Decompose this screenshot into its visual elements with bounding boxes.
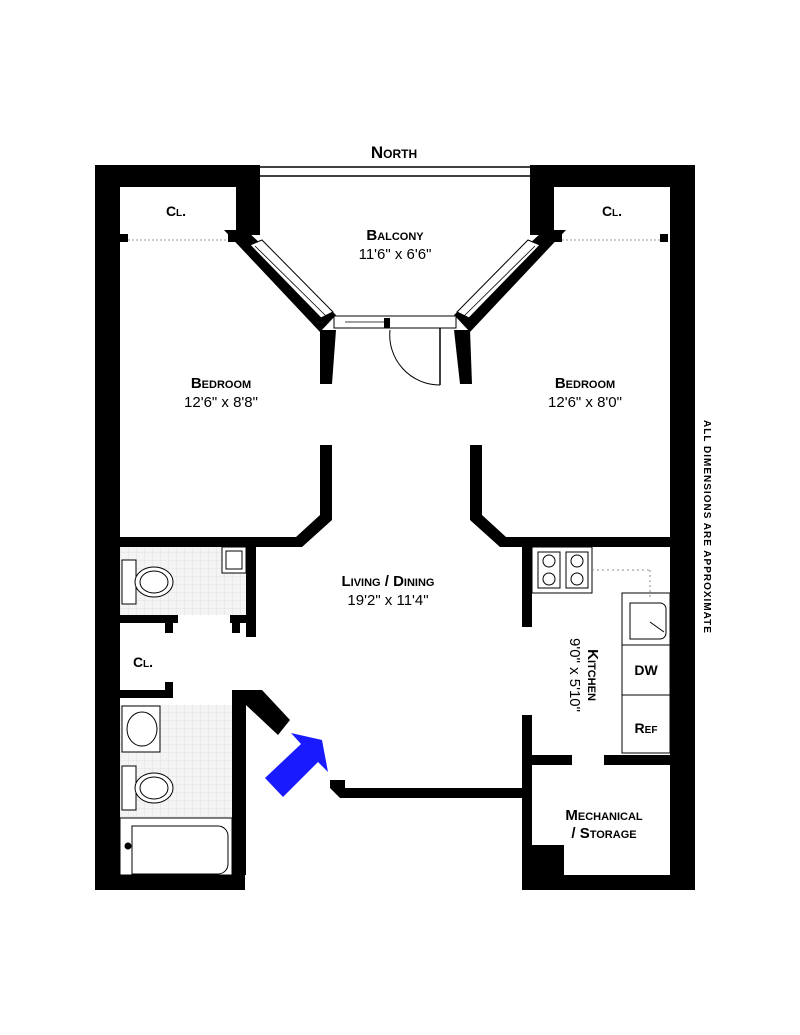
kitchen-fixtures [531, 546, 671, 754]
living-walls [120, 330, 670, 547]
entry-arrow-icon [265, 733, 328, 797]
bedroom-left-label: Bedroom 12'6" x 8'8" [184, 375, 258, 411]
svg-text:Ref: Ref [635, 720, 658, 736]
svg-text:9'0" x 5'10": 9'0" x 5'10" [566, 638, 583, 712]
closet-hall: Cl. [133, 654, 153, 670]
svg-text:Bedroom: Bedroom [555, 375, 615, 392]
dimensions-note: ALL DIMENSIONS ARE APPROXIMATE [701, 420, 712, 634]
svg-text:19'2" x 11'4": 19'2" x 11'4" [347, 592, 428, 609]
svg-text:Balcony: Balcony [366, 227, 424, 244]
svg-text:Bedroom: Bedroom [191, 375, 251, 392]
bedroom-right-label: Bedroom 12'6" x 8'0" [548, 375, 622, 411]
svg-text:Kitchen: Kitchen [584, 649, 601, 701]
svg-text:12'6" x 8'0": 12'6" x 8'0" [548, 394, 622, 411]
svg-text:DW: DW [634, 662, 658, 678]
bedroom-angled-walls [224, 230, 566, 332]
dishwasher-label: DW [634, 662, 658, 678]
balcony-railing [260, 166, 530, 177]
interior-walls [120, 547, 695, 890]
svg-text:ALL DIMENSIONS ARE APPROXIMATE: ALL DIMENSIONS ARE APPROXIMATE [701, 420, 712, 634]
svg-text:North: North [371, 143, 417, 162]
balcony-door [333, 315, 457, 386]
refrigerator [621, 694, 671, 754]
svg-text:/ Storage: / Storage [571, 825, 636, 842]
bath-fixtures [119, 546, 247, 876]
mechanical-storage-label: Mechanical / Storage [565, 807, 643, 842]
living-dining-label: Living / Dining 19'2" x 11'4" [341, 573, 434, 609]
orientation-label: North [371, 143, 417, 162]
svg-text:Cl.: Cl. [133, 654, 153, 670]
closet-top-right: Cl. [602, 203, 622, 219]
svg-text:11'6" x 6'6": 11'6" x 6'6" [359, 246, 432, 263]
svg-text:Cl.: Cl. [166, 203, 186, 219]
kitchen-label: Kitchen 9'0" x 5'10" [566, 638, 601, 712]
svg-text:Living / Dining: Living / Dining [341, 573, 434, 590]
balcony-label: Balcony 11'6" x 6'6" [359, 227, 432, 263]
svg-text:Cl.: Cl. [602, 203, 622, 219]
refrigerator-label: Ref [635, 720, 658, 736]
svg-text:Mechanical: Mechanical [565, 807, 643, 824]
closet-top-left: Cl. [166, 203, 186, 219]
exterior-walls [95, 165, 695, 890]
svg-text:12'6" x 8'8": 12'6" x 8'8" [184, 394, 258, 411]
